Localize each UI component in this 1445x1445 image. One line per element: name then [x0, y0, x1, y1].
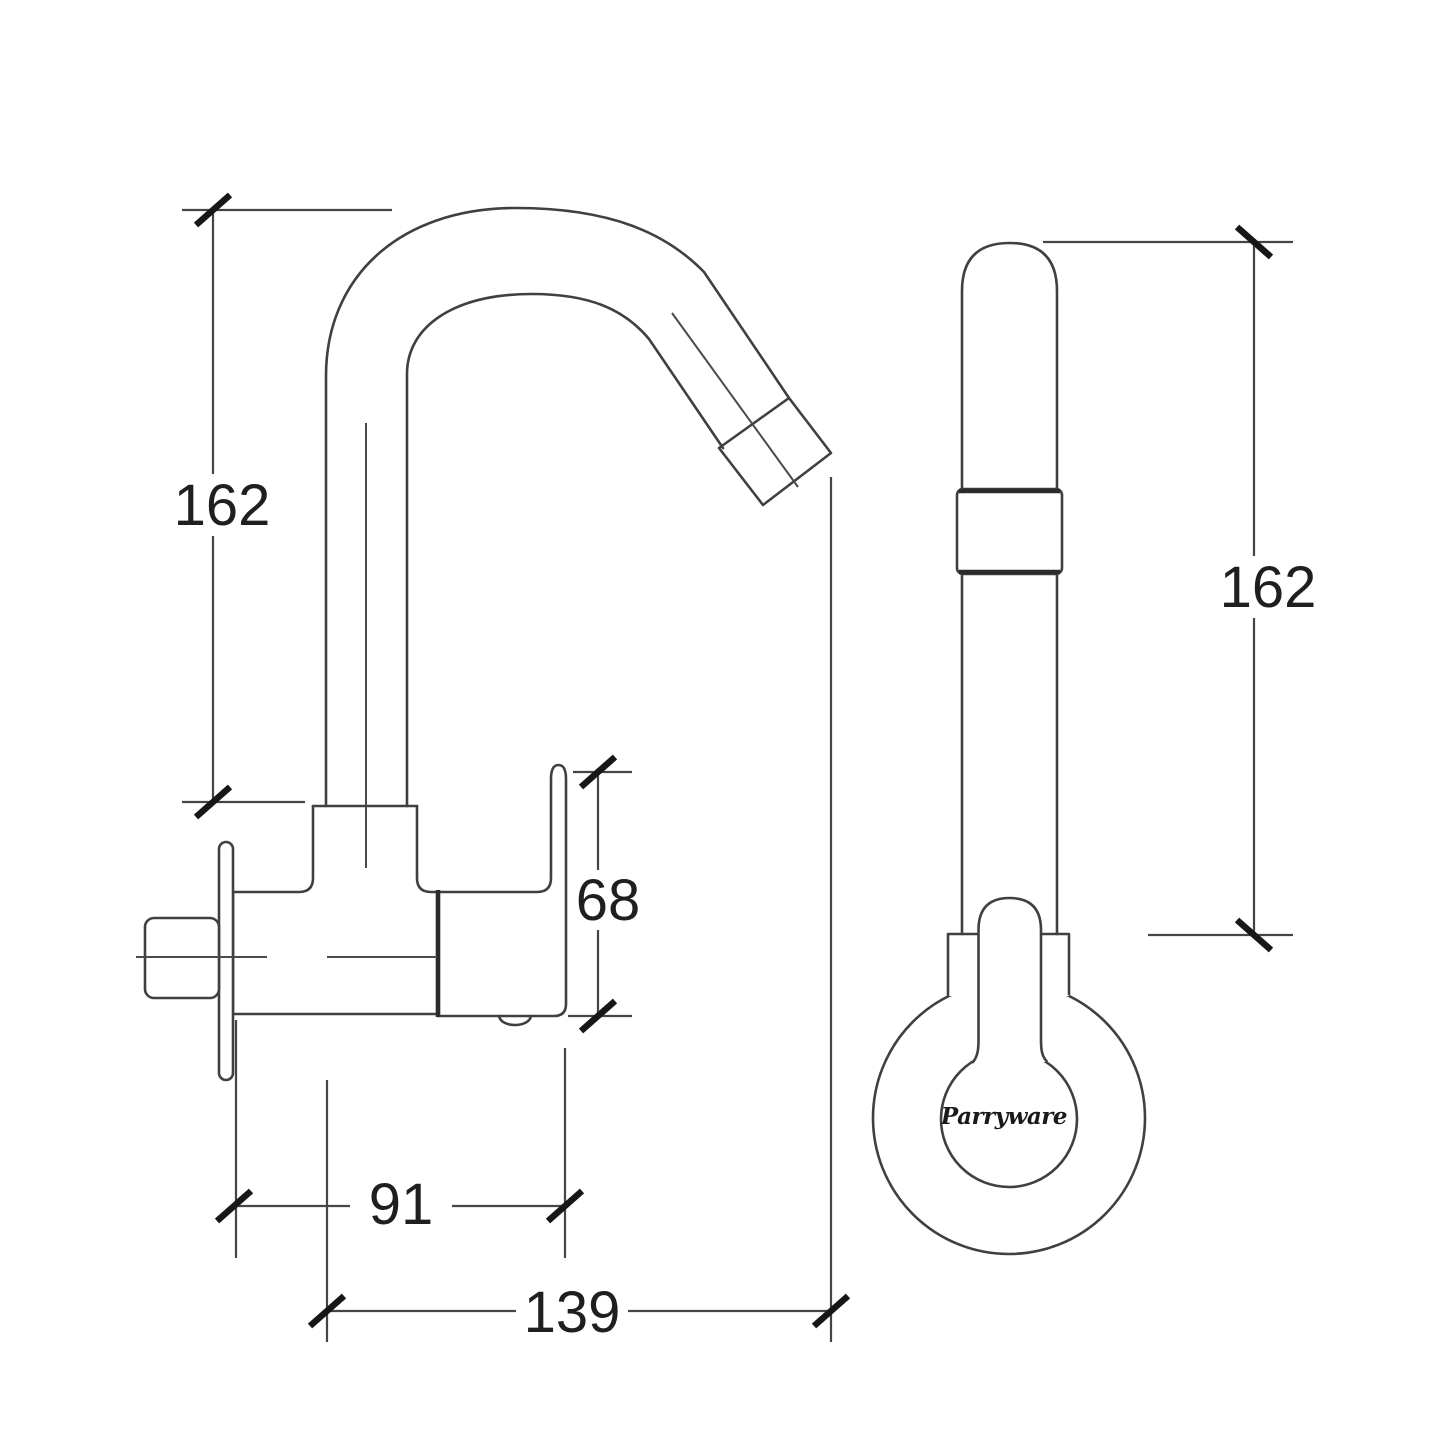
- side-view: Parryware 162: [871, 224, 1317, 1256]
- dim-label-91: 91: [369, 1172, 434, 1237]
- dim-label-68: 68: [576, 868, 641, 933]
- nozzle-centerline: [671, 312, 799, 488]
- dim-label-front-162: 162: [174, 473, 271, 538]
- swivel-collar: [955, 487, 1064, 576]
- valve-body-left-outline: [231, 804, 440, 1016]
- handle-lever-fill: [973, 898, 1047, 1062]
- spout-nozzle-cap: [717, 396, 833, 507]
- dim-wall-to-handle: 91: [214, 1020, 585, 1258]
- wall-flange-plate: [217, 840, 235, 1082]
- spout-inner-curve: [405, 292, 725, 808]
- dim-tick: [193, 784, 233, 820]
- handle-lever-outline: [971, 896, 1048, 1064]
- dim-wall-to-spout-tip: 139: [307, 477, 851, 1345]
- handle-bottom-dome: [497, 1014, 533, 1027]
- front-view: 162 68 91: [136, 192, 851, 1345]
- dim-tick: [193, 192, 233, 228]
- dim-tick: [214, 1188, 254, 1224]
- dim-body-height: 68: [568, 754, 641, 1034]
- dim-front-spout-height: 162: [174, 192, 392, 820]
- dim-tick: [1234, 224, 1274, 260]
- dim-tick: [1234, 917, 1274, 953]
- dim-tick: [578, 998, 618, 1034]
- dim-tick: [545, 1188, 585, 1224]
- brand-logo-text: Parryware: [940, 1103, 1067, 1130]
- dim-tick: [307, 1293, 347, 1329]
- dim-label-139: 139: [524, 1280, 621, 1345]
- dim-label-side-162: 162: [1220, 555, 1317, 620]
- dim-side-spout-height: 162: [1043, 224, 1317, 953]
- dim-tick: [811, 1293, 851, 1329]
- valve-body-right-outline: [415, 804, 439, 894]
- handle-hub-and-lever: [436, 763, 568, 1018]
- pipe-upper-section: [960, 241, 1059, 491]
- spout-outer-curve: [324, 206, 791, 808]
- dim-tick: [578, 754, 618, 790]
